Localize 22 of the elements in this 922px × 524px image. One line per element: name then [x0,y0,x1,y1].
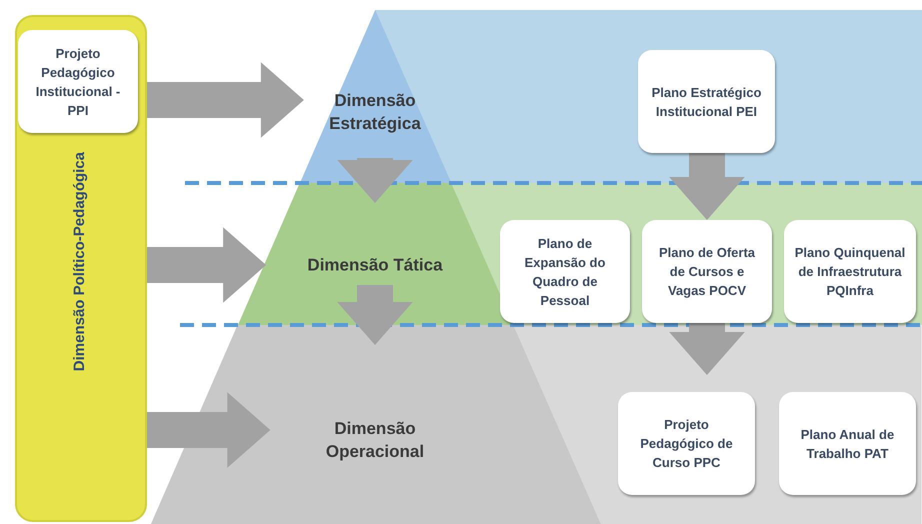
block-arrow [147,392,270,468]
plan-box: Plano Estratégico Institucional PEI [638,50,775,153]
pyramid-band [151,325,922,524]
block-arrow [147,62,304,138]
plan-box: Projeto Pedagógico Institucional - PPI [18,30,138,133]
block-arrow [147,227,266,303]
band-title: Dimensão Operacional [324,418,426,463]
band-title: Dimensão Estratégica [328,90,422,135]
plan-box: Plano Anual de Trabalho PAT [778,392,916,495]
block-arrow [337,158,413,203]
block-arrow [669,323,745,375]
plan-box: Projeto Pedagógico de Curso PPC [618,392,755,495]
pyramid-band [238,183,922,325]
plan-box: Plano Quinquenal de Infraestrutura PQInfra [784,220,916,323]
band-title: Dimensão Político-Pedagógica [71,152,88,372]
side-band [15,15,147,522]
band-title: Dimensão Tática [306,254,444,276]
block-arrow [669,153,745,220]
block-arrow [337,285,413,345]
plan-box: Plano de Oferta de Cursos e Vagas POCV [642,220,772,323]
plan-box: Plano de Expansão do Quadro de Pessoal [500,220,630,323]
pyramid-band [300,10,922,183]
